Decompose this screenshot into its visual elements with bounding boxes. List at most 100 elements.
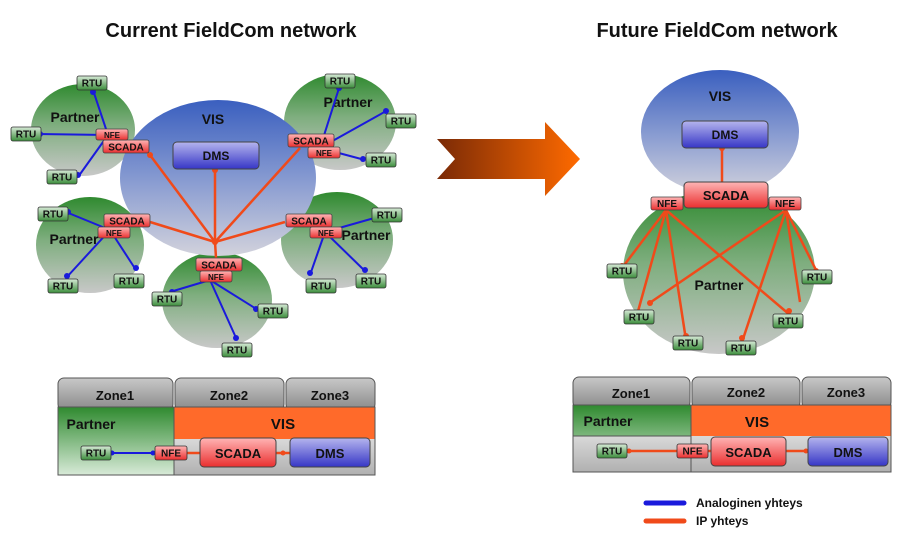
partner-cloud-future	[623, 190, 815, 354]
rtu-box	[324, 73, 356, 89]
scada-label: SCADA	[215, 446, 262, 461]
vis-zone-label: VIS	[745, 414, 769, 431]
rtu-box	[365, 152, 397, 168]
rtu-label: RTU	[227, 346, 248, 357]
partner-zone	[57, 406, 175, 476]
rtu-box	[801, 269, 833, 285]
rtu-box	[305, 278, 337, 294]
vis-label: VIS	[709, 88, 732, 104]
nfe-box: NFE	[307, 146, 341, 159]
scada-label: SCADA	[291, 217, 327, 228]
zone3-label: Zone3	[827, 385, 865, 400]
rtu-label: RTU	[391, 117, 412, 128]
scada-box	[199, 437, 277, 468]
scada-label: SCADA	[108, 143, 144, 154]
scada-label: SCADA	[703, 188, 750, 203]
nfe-box: NFE	[309, 226, 343, 239]
partner-label: Partner	[49, 231, 99, 247]
nfe-box-future-left	[650, 196, 684, 211]
dms-label: DMS	[203, 149, 230, 163]
rtu-label: RTU	[86, 449, 107, 460]
rtu-label: RTU	[82, 79, 103, 90]
nfe-box: NFE	[97, 226, 131, 239]
dms-box-future	[681, 120, 769, 149]
rtu-label: RTU	[807, 273, 828, 284]
nfe-box-future-right	[768, 196, 802, 211]
legend-analog-label: Analoginen yhteys	[696, 496, 803, 510]
rtu-box	[10, 126, 42, 142]
rtu-box	[725, 340, 757, 356]
nfe-label: NFE	[683, 447, 703, 458]
scada-box: SCADA	[195, 257, 243, 272]
scada-box	[710, 436, 787, 467]
rtu-box	[47, 278, 79, 294]
rtu-label: RTU	[629, 313, 650, 324]
zone-table-future: Zone1 Zone2 Zone3 Partner VIS RTU NFE SC…	[572, 376, 892, 473]
rtu-label: RTU	[263, 307, 284, 318]
partner-zone-label: Partner	[66, 416, 116, 432]
partner-label: Partner	[323, 94, 373, 110]
dms-box	[289, 437, 371, 468]
nfe-box	[676, 443, 709, 459]
rtu-box	[221, 342, 253, 358]
rtu-box	[596, 443, 628, 459]
rtu-box	[355, 273, 387, 289]
rtu-box	[623, 309, 655, 325]
rtu-label: RTU	[157, 295, 178, 306]
rtu-label: RTU	[371, 156, 392, 167]
nfe-box: NFE	[199, 270, 233, 283]
dms-label: DMS	[712, 128, 739, 142]
rtu-box	[113, 273, 145, 289]
rtu-box	[672, 335, 704, 351]
zone2-label: Zone2	[210, 388, 248, 403]
rtu-box	[606, 263, 638, 279]
rtu-label: RTU	[602, 447, 623, 458]
legend-ip-label: IP yhteys	[696, 514, 749, 528]
vis-label: VIS	[202, 111, 225, 127]
ip-links-future	[621, 148, 820, 343]
vis-zone-label: VIS	[271, 416, 295, 433]
rtu-box	[46, 169, 78, 185]
dms-label: DMS	[316, 446, 345, 461]
scada-box: SCADA	[285, 213, 333, 228]
partner-zone-label: Partner	[583, 413, 633, 429]
rtu-box	[37, 206, 69, 222]
rtu-label: RTU	[731, 344, 752, 355]
rtu-box	[257, 303, 289, 319]
rtu-label: RTU	[43, 210, 64, 221]
zone3-label: Zone3	[311, 388, 349, 403]
rtu-label: RTU	[119, 277, 140, 288]
nfe-label: NFE	[208, 273, 225, 282]
rtu-label: RTU	[678, 339, 699, 350]
rtu-label: RTU	[330, 77, 351, 88]
dms-box-current	[172, 141, 260, 170]
legend: Analoginen yhteys IP yhteys	[643, 496, 803, 528]
rtu-label: RTU	[361, 277, 382, 288]
zone2-label: Zone2	[727, 385, 765, 400]
nfe-label: NFE	[104, 131, 121, 140]
vis-zone-top	[691, 405, 891, 436]
scada-box: SCADA	[103, 213, 151, 228]
nfe-label: NFE	[318, 229, 335, 238]
zone1-label: Zone1	[612, 386, 650, 401]
partner-cloud-bottom	[162, 252, 272, 348]
scada-box: SCADA	[287, 133, 335, 148]
rtu-label: RTU	[311, 282, 332, 293]
zone1-label: Zone1	[96, 388, 134, 403]
partner-label: Partner	[50, 109, 100, 125]
future-network-title: Future FieldCom network	[596, 20, 838, 42]
zone-table-current: Zone1 Zone2 Zone3 Partner VIS RTU NFE SC…	[57, 377, 376, 476]
ip-links-current	[148, 147, 301, 259]
scada-label: SCADA	[201, 261, 237, 272]
nfe-box	[154, 445, 188, 461]
nfe-label: NFE	[161, 449, 181, 460]
rtu-label: RTU	[778, 317, 799, 328]
rtu-box	[76, 75, 108, 91]
future-network: VIS Partner DMS SCADA	[606, 70, 833, 356]
vis-zone-top	[174, 407, 375, 439]
rtu-box	[385, 113, 417, 129]
nfe-label: NFE	[316, 149, 333, 158]
rtu-label: RTU	[377, 211, 398, 222]
rtu-box	[371, 207, 403, 223]
